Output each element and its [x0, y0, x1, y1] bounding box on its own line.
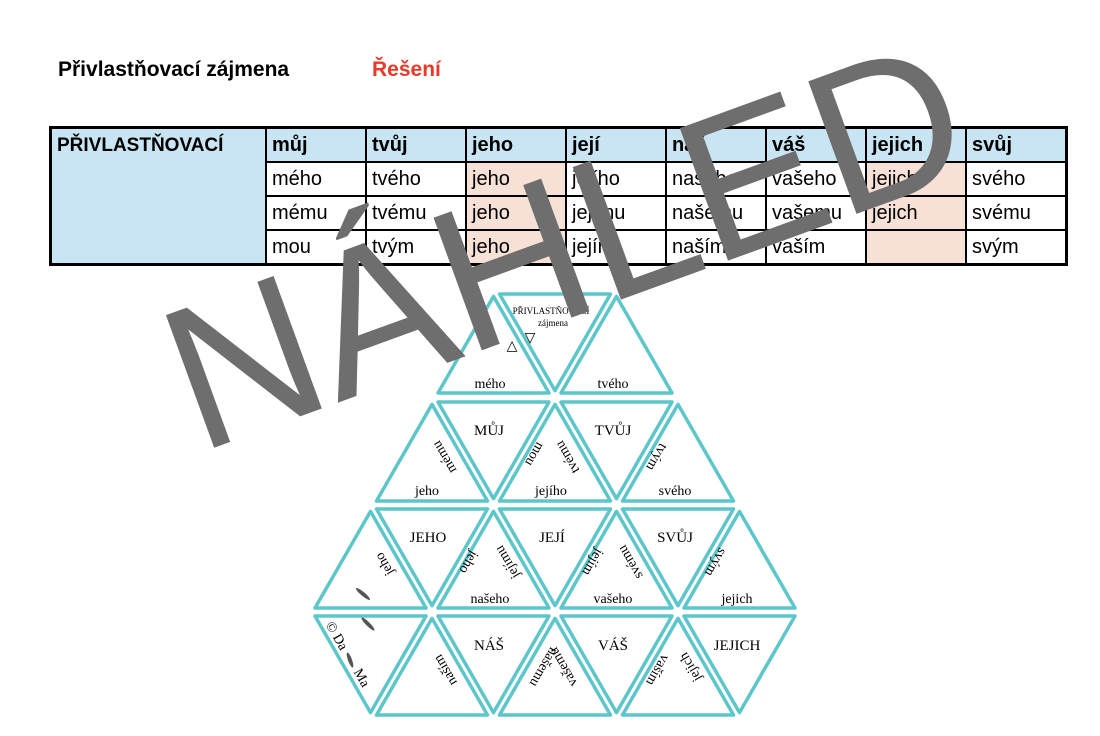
- triangle-tile: [559, 509, 674, 610]
- table-cell: našeho: [665, 161, 767, 197]
- down-triangle-icon: ▽: [525, 331, 536, 346]
- column-header: můj: [265, 126, 367, 163]
- solution-label: Řešení: [372, 58, 441, 81]
- table-cell: mou: [265, 229, 367, 266]
- tile-label: MŮJ: [474, 421, 504, 439]
- tile-label: VÁŠ: [598, 637, 628, 654]
- triangle-tile: [497, 616, 613, 717]
- table-cell: tvému: [365, 195, 467, 231]
- tile-word: naším: [431, 651, 461, 688]
- table-row: mému tvému jeho jejímu našemu vašemu jej…: [51, 195, 1068, 231]
- table-cell: svého: [965, 161, 1068, 197]
- pencil-mark: [355, 588, 371, 600]
- tile-word: mého: [474, 377, 505, 392]
- column-header: jejich: [865, 126, 967, 163]
- table-cell: svým: [965, 229, 1068, 266]
- tile-label: NÁŠ: [474, 637, 504, 654]
- column-header: náš: [665, 126, 767, 163]
- table-cell: vaším: [765, 229, 867, 266]
- table-cell: vašeho: [765, 161, 867, 197]
- table-cell: jejího: [565, 161, 667, 197]
- column-header: svůj: [965, 126, 1068, 163]
- tile-word: našeho: [471, 592, 510, 607]
- table-cell: mému: [265, 195, 367, 231]
- triangle-tile: [436, 509, 551, 610]
- triangle-tile: [559, 400, 674, 501]
- table-cell: jejímu: [565, 195, 667, 231]
- pencil-mark: [346, 652, 354, 668]
- pencil-marks: [346, 588, 375, 668]
- table-cell: svému: [965, 195, 1068, 231]
- triangle-tile: [374, 507, 490, 608]
- table-cell: jeho: [465, 161, 567, 197]
- table-header-row: PŘIVLASTŇOVACÍ můj tvůj jeho její náš vá…: [49, 126, 1068, 266]
- triangle-tile: [620, 402, 736, 503]
- table-cell: jeho: [465, 195, 567, 231]
- table-row: mého tvého jeho jejího našeho vašeho jej…: [51, 161, 1068, 197]
- pencil-mark: [361, 617, 375, 631]
- table-cell: vašemu: [765, 195, 867, 231]
- tile-label: SVŮJ: [657, 528, 693, 546]
- tile-label: JEJÍ: [539, 529, 565, 546]
- tile-word: tvého: [597, 377, 628, 392]
- triangle-tiles: [313, 292, 797, 717]
- tile-word: vašeho: [594, 592, 633, 607]
- table-cell: [865, 229, 967, 266]
- triangle-tile: [436, 400, 551, 501]
- row-header-cell: PŘIVLASTŇOVACÍ: [49, 126, 267, 266]
- column-header: tvůj: [365, 126, 467, 163]
- triangle-tile: [497, 402, 613, 503]
- triangle-tile: [436, 614, 551, 715]
- tile-word: svého: [659, 484, 692, 499]
- triangle-tile: [559, 294, 674, 395]
- column-header: jeho: [465, 126, 567, 163]
- triangle-tile: [436, 294, 551, 395]
- triangle-tile: [313, 614, 428, 715]
- start-title: PŘIVLASTŇOVACÍ: [513, 306, 590, 316]
- tile-word: jejich: [677, 650, 706, 685]
- table-cell: našemu: [665, 195, 767, 231]
- tile-label: JEJICH: [714, 638, 761, 654]
- triangle-tile: [497, 507, 613, 608]
- triangle-tile: [620, 616, 736, 717]
- triangle-tile: [559, 614, 674, 715]
- table-cell: naším: [665, 229, 767, 266]
- tile-word: jejich: [720, 592, 752, 607]
- triangle-tile: [497, 292, 613, 393]
- table-cell: jeho: [465, 229, 567, 266]
- column-header: váš: [765, 126, 867, 163]
- triangle-tile: [682, 509, 797, 610]
- triangle-tile: [374, 616, 490, 717]
- table-cell: jejich: [865, 195, 967, 231]
- triangle-tile: [620, 507, 736, 608]
- table-row: mou tvým jeho jejím naším vaším svým: [51, 229, 1068, 266]
- tile-label: JEHO: [410, 530, 447, 546]
- pronoun-table: PŘIVLASTŇOVACÍ můj tvůj jeho její náš vá…: [49, 126, 1068, 266]
- copyright-text: Ma: [350, 666, 373, 690]
- worksheet-title: Přivlastňovací zájmena: [58, 58, 290, 81]
- table-cell: jejich: [865, 161, 967, 197]
- table-cell: mého: [265, 161, 367, 197]
- tile-word: jejímu: [493, 543, 524, 582]
- column-header: její: [565, 126, 667, 163]
- table-cell: jejím: [565, 229, 667, 266]
- up-triangle-icon: △: [507, 339, 518, 354]
- triangle-tile: [374, 402, 490, 503]
- start-subtitle: zájmena: [538, 318, 568, 328]
- triangle-tile: [682, 614, 797, 715]
- tile-word: jejího: [534, 484, 567, 499]
- table-cell: tvým: [365, 229, 467, 266]
- triangle-tile: [313, 509, 428, 610]
- tile-label: TVŮJ: [595, 421, 632, 439]
- tile-word: svému: [615, 542, 646, 581]
- tile-word: jeho: [414, 484, 439, 499]
- table-cell: tvého: [365, 161, 467, 197]
